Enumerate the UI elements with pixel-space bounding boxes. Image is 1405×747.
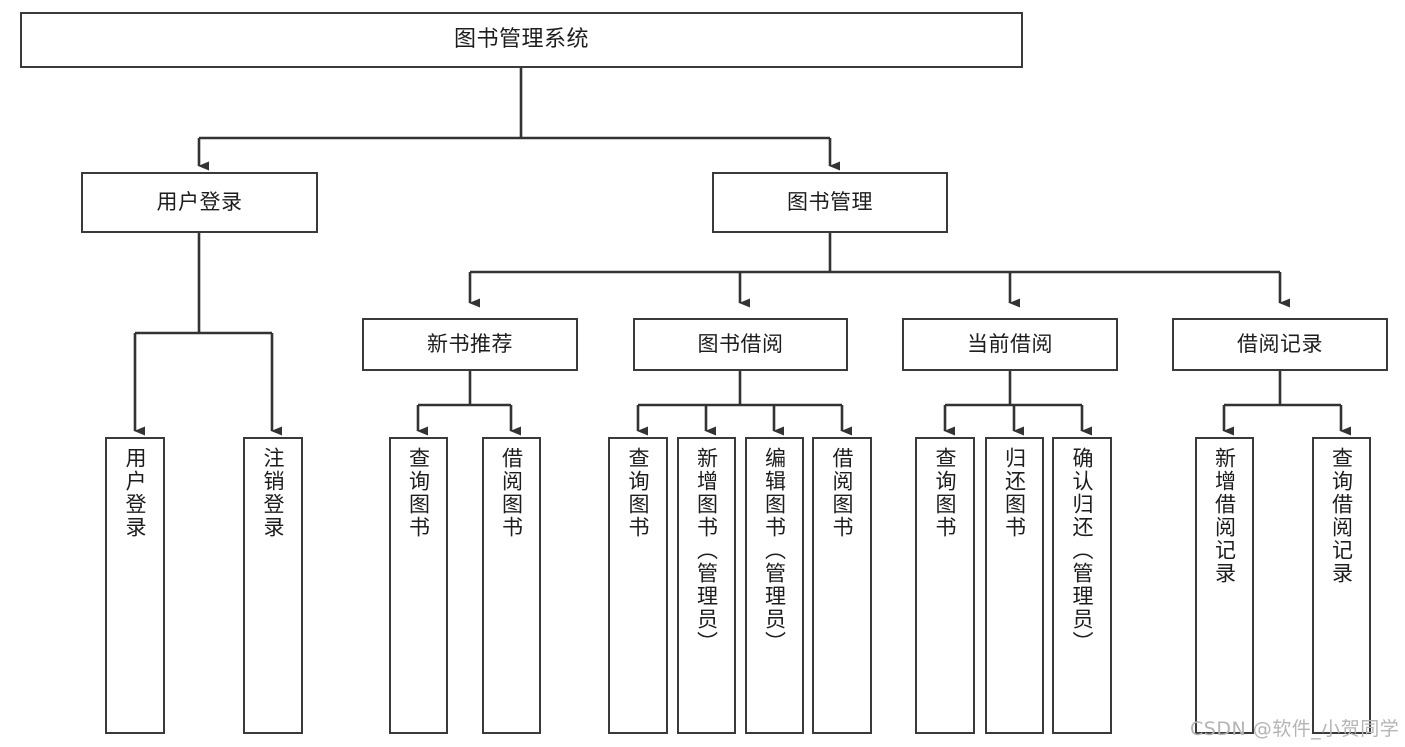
node-label: 借阅图书 bbox=[830, 447, 855, 539]
node-label: 查询图书 bbox=[626, 447, 651, 539]
node-book-borrow[interactable]: 图书借阅 bbox=[633, 318, 848, 371]
node-label: 编辑图书（管理员） bbox=[762, 447, 787, 654]
node-borrow-record[interactable]: 借阅记录 bbox=[1172, 318, 1388, 371]
leaf-record-query-borrow-record[interactable]: 查询借阅记录 bbox=[1312, 437, 1371, 734]
node-label: 图书借阅 bbox=[697, 332, 784, 357]
node-label: 图书管理系统 bbox=[453, 27, 589, 53]
csdn-watermark: CSDN @软件_小贺同学 bbox=[1190, 718, 1400, 740]
node-label: 新书推荐 bbox=[427, 332, 513, 357]
node-label: 用户登录 bbox=[123, 447, 148, 539]
node-label: 新增图书（管理员） bbox=[694, 447, 719, 654]
leaf-recommend-borrow-books[interactable]: 借阅图书 bbox=[482, 437, 541, 734]
node-current-borrow[interactable]: 当前借阅 bbox=[902, 318, 1118, 371]
node-new-book-recommend[interactable]: 新书推荐 bbox=[362, 318, 578, 371]
node-label: 确认归还（管理员） bbox=[1070, 447, 1095, 654]
leaf-record-add-borrow-record[interactable]: 新增借阅记录 bbox=[1195, 437, 1254, 734]
node-label: 查询图书 bbox=[406, 447, 431, 539]
node-label: 查询借阅记录 bbox=[1329, 447, 1354, 585]
node-label: 归还图书 bbox=[1002, 447, 1027, 539]
leaf-current-query-books[interactable]: 查询图书 bbox=[915, 437, 975, 734]
node-label: 借阅图书 bbox=[499, 447, 524, 539]
leaf-borrow-add-book-admin[interactable]: 新增图书（管理员） bbox=[677, 437, 736, 734]
node-book-management[interactable]: 图书管理 bbox=[712, 172, 948, 233]
leaf-borrow-edit-book-admin[interactable]: 编辑图书（管理员） bbox=[745, 437, 804, 734]
leaf-recommend-query-books[interactable]: 查询图书 bbox=[389, 437, 448, 734]
node-root-book-management-system[interactable]: 图书管理系统 bbox=[20, 12, 1023, 68]
leaf-borrow-query-books[interactable]: 查询图书 bbox=[608, 437, 668, 734]
node-label: 借阅记录 bbox=[1237, 332, 1323, 357]
leaf-borrow-borrow-books[interactable]: 借阅图书 bbox=[812, 437, 872, 734]
node-label: 新增借阅记录 bbox=[1212, 447, 1237, 585]
leaf-current-return-books[interactable]: 归还图书 bbox=[985, 437, 1044, 734]
leaf-user-login-logout[interactable]: 注销登录 bbox=[243, 437, 303, 734]
node-label: 用户登录 bbox=[156, 190, 243, 215]
node-label: 图书管理 bbox=[787, 190, 873, 215]
node-user-login[interactable]: 用户登录 bbox=[81, 172, 318, 233]
node-label: 查询图书 bbox=[933, 447, 958, 539]
node-label: 当前借阅 bbox=[967, 332, 1053, 357]
leaf-current-confirm-return-admin[interactable]: 确认归还（管理员） bbox=[1052, 437, 1112, 734]
leaf-user-login-login[interactable]: 用户登录 bbox=[105, 437, 165, 734]
node-label: 注销登录 bbox=[261, 447, 286, 539]
